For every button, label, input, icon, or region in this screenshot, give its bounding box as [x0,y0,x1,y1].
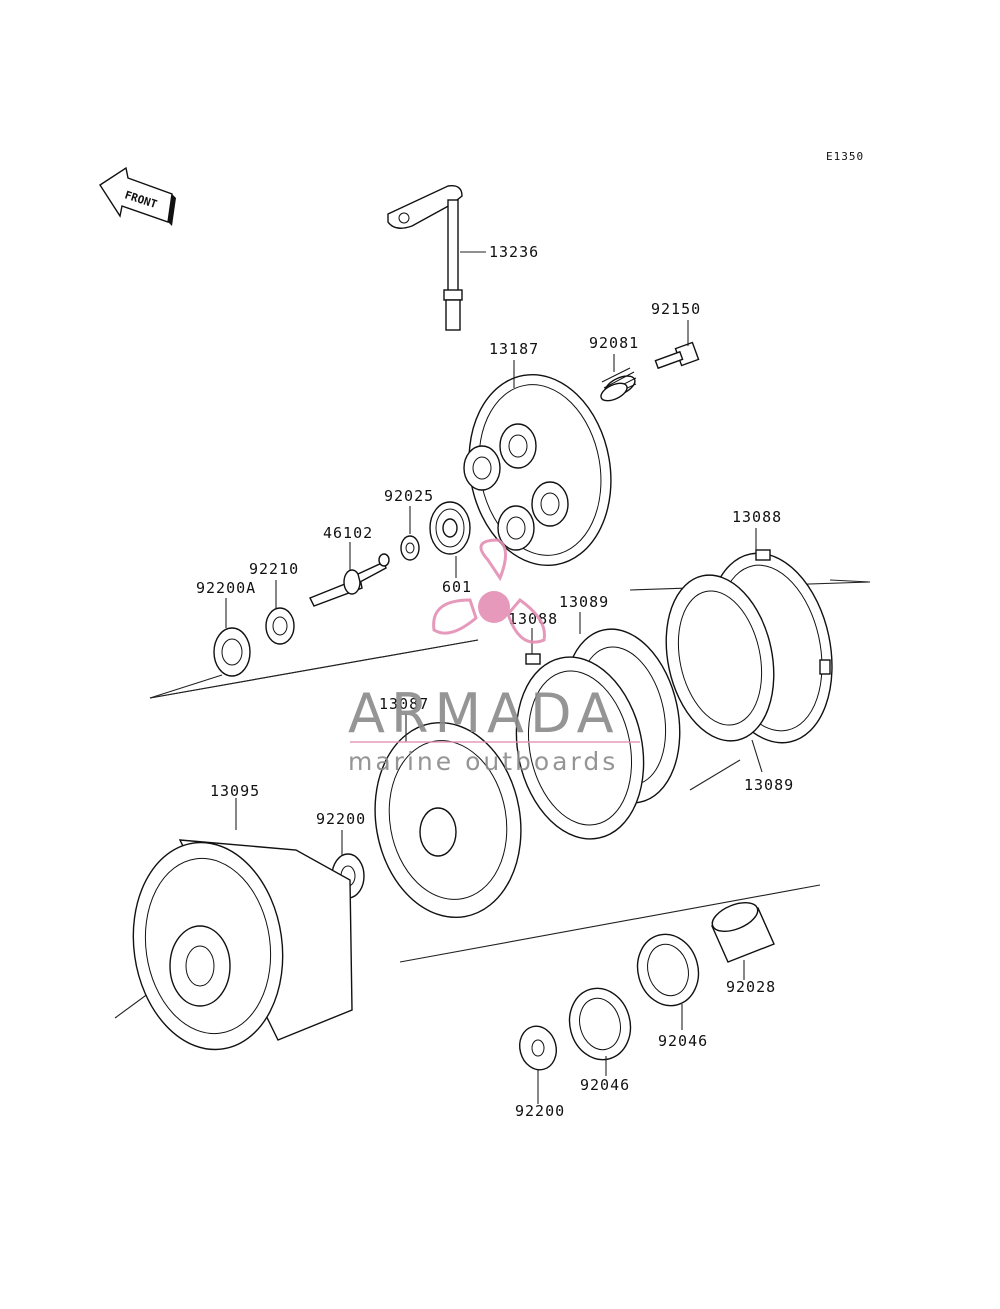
label-92150: 92150 [651,300,701,318]
label-13095: 13095 [210,782,260,800]
diagram-code: E1350 [826,150,864,163]
part-92028-collar [711,901,775,963]
part-92046-needle-bearing-left [568,987,632,1061]
label-92200A: 92200A [196,579,256,597]
label-46102: 46102 [323,524,373,542]
label-601: 601 [442,578,472,596]
watermark-tagline: marine outboards [348,747,618,776]
label-92028: 92028 [726,978,776,996]
part-13089-steel-plate-right [665,574,775,742]
propeller-logo-icon [432,538,546,644]
part-92150-bolt [654,341,700,370]
label-92210: 92210 [249,560,299,578]
label-13088-mid: 13088 [508,610,558,628]
part-46102-push-rod [309,553,390,607]
label-13187: 13187 [489,340,539,358]
part-92200A-lock-washer [213,627,251,677]
part-92025-washer [400,535,420,561]
label-92081: 92081 [589,334,639,352]
part-13236-release-shaft [387,185,463,331]
part-601-bearing [429,501,471,555]
label-92200-washer: 92200 [316,810,366,828]
label-92025: 92025 [384,487,434,505]
watermark: ARMADA marine outboards [348,538,640,776]
part-13187-pressure-plate [463,373,612,567]
label-92046-right: 92046 [658,1032,708,1050]
part-92081-spring [600,367,637,402]
label-92046-left: 92046 [580,1076,630,1094]
part-13095-clutch-housing [132,839,353,1051]
front-arrow-icon: FRONT [99,166,176,226]
part-92200-washer-bottom [519,1025,557,1071]
label-13087: 13087 [379,695,429,713]
part-13088-friction-plate-middle [515,653,645,840]
label-13236: 13236 [489,243,539,261]
label-13089-right: 13089 [744,776,794,794]
label-13089-top: 13089 [559,593,609,611]
label-13088-top: 13088 [732,508,782,526]
part-92046-needle-bearing-right [636,933,700,1007]
watermark-brand: ARMADA [348,682,620,745]
part-13087-clutch-hub [374,721,522,919]
part-92210-nut [265,607,295,645]
label-92200-bottom: 92200 [515,1102,565,1120]
